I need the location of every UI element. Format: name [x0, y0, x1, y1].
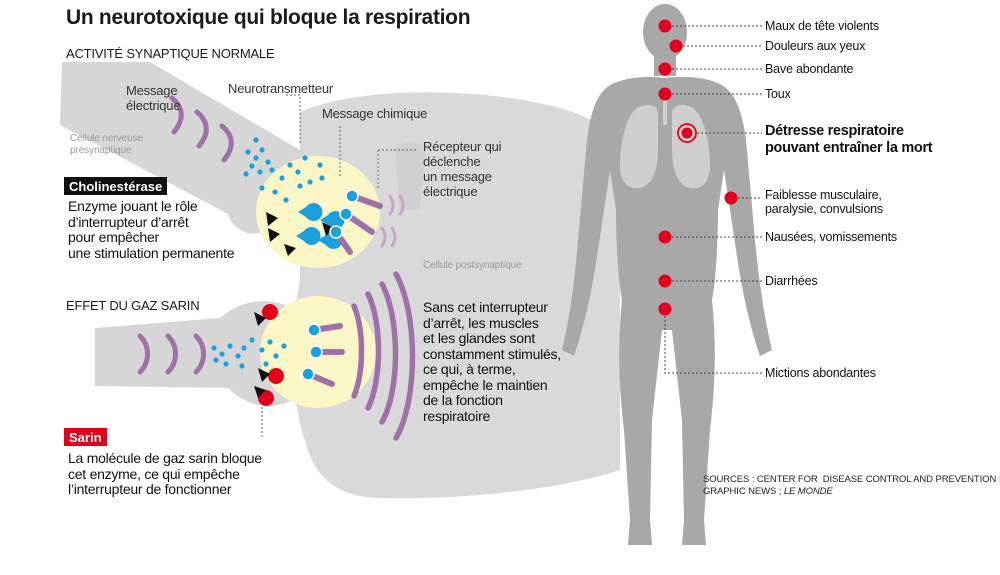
neurotransmitter-dots-normal	[243, 137, 325, 203]
sarin-section-heading: EFFET DU GAZ SARIN	[66, 298, 200, 313]
neurotransmitter-dots-sarin	[211, 337, 287, 369]
label-presynaptic-cell: Cellule nerveuse présynaptique	[70, 133, 143, 156]
normal-section-heading: ACTIVITÉ SYNAPTIQUE NORMALE	[66, 46, 275, 61]
symptom-diarrhea: Diarrhées	[765, 274, 818, 288]
presynaptic-axon-sarin	[95, 301, 292, 407]
label-chemical-message: Message chimique	[322, 106, 428, 121]
cholinesterase-description: Enzyme jouant le rôle d’interrupteur d’a…	[68, 198, 235, 261]
black-arrows-normal	[266, 212, 334, 256]
symptom-respiratory-distress: Détresse respiratoire pouvant entraîner …	[765, 123, 933, 156]
sarin-tag: Sarin	[64, 428, 107, 446]
leader-lines-diagram	[261, 94, 418, 437]
label-postsynaptic-cell: Cellule postsynaptique	[423, 260, 522, 271]
receptors-sarin	[301, 323, 345, 387]
presynaptic-axon-normal	[60, 62, 315, 234]
symptom-urination: Mictions abondantes	[765, 366, 876, 380]
receptors-normal	[329, 189, 383, 255]
electric-waves-sarin	[137, 333, 206, 375]
sources-text: SOURCES : CENTER FOR DISEASE CONTROL AND…	[703, 474, 1000, 497]
sources-credit: SOURCES : CENTER FOR DISEASE CONTROL AND…	[703, 474, 1000, 498]
symptom-dots	[658, 19, 738, 316]
cholinesterase-enzymes-normal	[296, 202, 345, 250]
label-electric-message: Message électrique	[126, 83, 181, 113]
symptom-muscle-weakness: Faiblesse musculaire, paralysie, convuls…	[765, 188, 883, 216]
cholinesterase-tag: Cholinestérase	[64, 177, 168, 195]
sarin-effect-text: Sans cet interrupteur d’arrêt, les muscl…	[423, 299, 561, 424]
symptom-headache: Maux de tête violents	[765, 19, 879, 33]
sarin-description: La molécule de gaz sarin bloque cet enzy…	[68, 450, 262, 497]
symptom-cough: Toux	[765, 87, 791, 101]
label-receptor: Récepteur qui déclenche un message élect…	[423, 139, 502, 199]
label-neurotransmitter: Neurotransmetteur	[228, 81, 333, 96]
stimulation-waves-sarin	[351, 271, 416, 441]
sources-le-monde: LE MONDE	[783, 486, 833, 497]
chemical-waves-normal	[380, 194, 405, 248]
infographic-title: Un neurotoxique qui bloque la respiratio…	[66, 6, 471, 29]
leader-lines-symptoms	[664, 25, 762, 374]
postsynaptic-cell-top-notch	[395, 142, 425, 210]
symptom-drooling: Bave abondante	[765, 62, 854, 76]
symptom-eye-pain: Douleurs aux yeux	[765, 39, 866, 53]
electric-waves-normal	[169, 95, 234, 163]
symptom-nausea: Nausées, vomissements	[765, 230, 897, 244]
black-arrows-sarin	[254, 312, 270, 398]
